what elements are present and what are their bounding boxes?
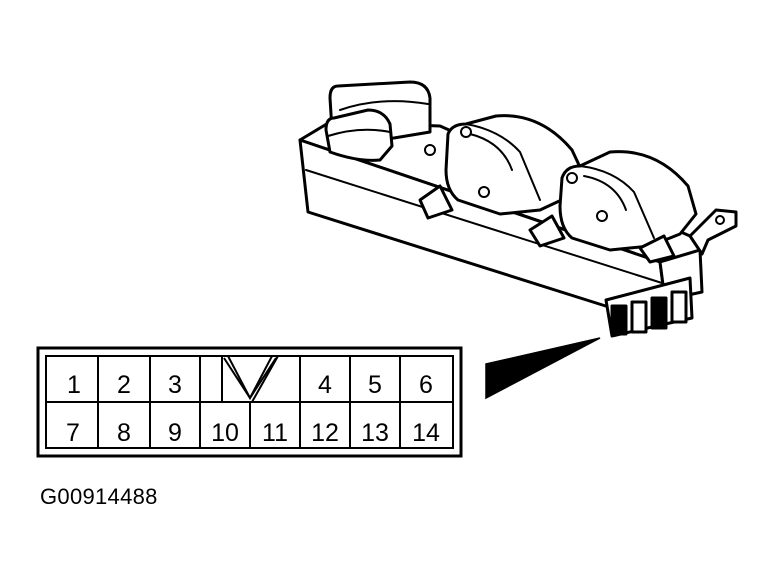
pin-8-label: 8: [117, 419, 131, 447]
lock-switch-front: [324, 108, 394, 162]
figure-id: G00914488: [40, 484, 158, 509]
pin-2-label: 2: [117, 371, 131, 399]
pin-6-label: 6: [419, 371, 433, 399]
pin-14-label: 14: [412, 419, 440, 447]
pin-10-label: 10: [211, 419, 239, 447]
pin-4-label: 4: [318, 371, 332, 399]
pin-3-label: 3: [168, 371, 182, 399]
pin-1-label: 1: [67, 371, 81, 399]
pointer-arrow: [485, 337, 601, 400]
keying-notch: [221, 355, 280, 403]
pin-5-label: 5: [368, 371, 382, 399]
connector-housing: [604, 276, 694, 338]
connector-face: [36, 346, 463, 458]
pin-12-label: 12: [311, 419, 339, 447]
mounting-tab: [688, 208, 738, 256]
pin-9-label: 9: [168, 419, 182, 447]
pin-7-label: 7: [66, 419, 80, 447]
pin-11-label: 11: [262, 419, 288, 447]
window-switch-2: [558, 150, 698, 252]
pin-13-label: 13: [361, 419, 389, 447]
master-switch-illustration: [298, 80, 738, 338]
